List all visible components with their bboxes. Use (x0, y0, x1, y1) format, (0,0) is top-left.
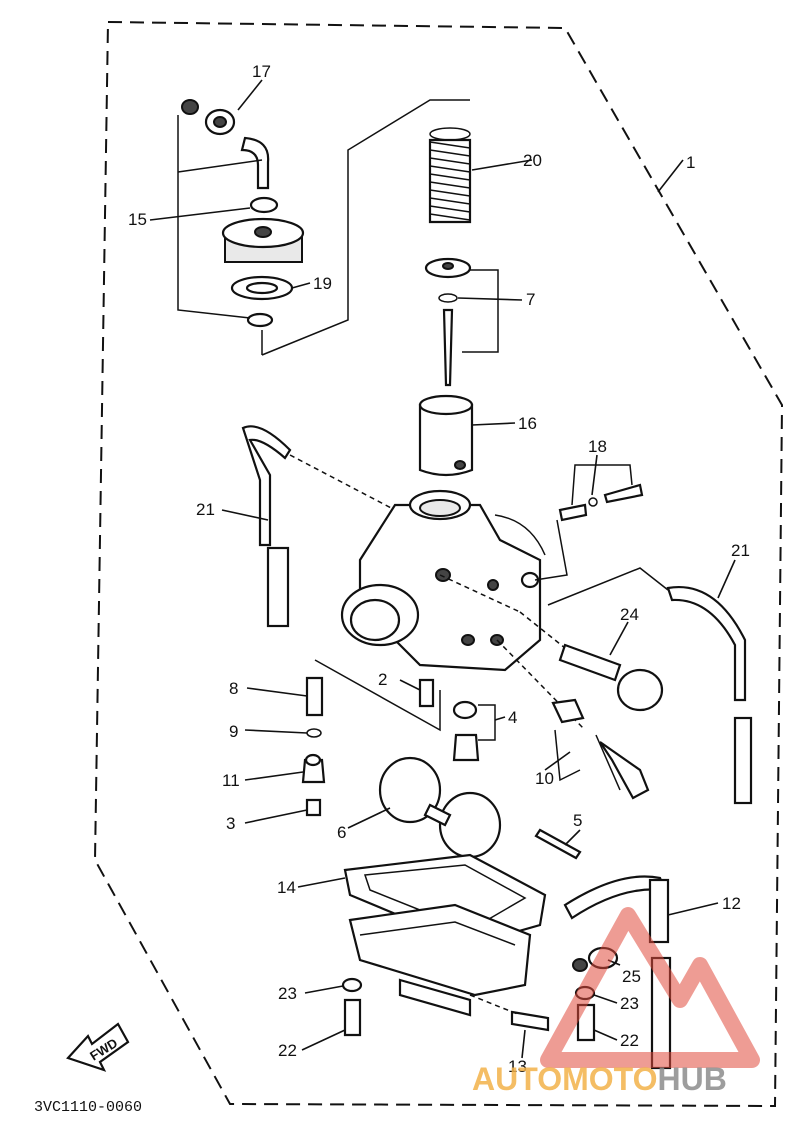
label-part-9: 9 (229, 722, 238, 741)
watermark-auto: AUTO (472, 1061, 562, 1097)
carburetor-body (340, 489, 586, 731)
svg-text:AUTOMOTOHUB: AUTOMOTOHUB (472, 1061, 727, 1097)
label-part-1: 1 (686, 153, 695, 172)
throttle-valve (418, 394, 474, 477)
idle-screw-group (551, 698, 650, 800)
label-part-23-left: 23 (278, 984, 297, 1003)
label-part-11: 11 (222, 771, 240, 790)
watermark-moto: MOTO (562, 1061, 657, 1097)
forward-direction-arrow: FWD (66, 1022, 130, 1072)
drawing-code: 3VC1110-0060 (34, 1099, 142, 1116)
label-part-7: 7 (526, 290, 535, 309)
label-part-2: 2 (378, 670, 387, 689)
label-part-22-right: 22 (620, 1031, 639, 1050)
label-part-25: 25 (622, 967, 641, 986)
spring (428, 127, 472, 224)
jets-center (418, 678, 496, 762)
label-part-19: 19 (313, 274, 332, 293)
watermark-hub: HUB (657, 1061, 726, 1097)
leader-lines (149, 79, 736, 1059)
pilot-screw-group (534, 464, 644, 581)
watermark-text: AUTOMOTOHUB (472, 1061, 727, 1097)
label-part-14: 14 (277, 878, 296, 897)
top-cap-assembly (177, 99, 470, 356)
label-part-21-left: 21 (196, 500, 215, 519)
label-part-24: 24 (620, 605, 639, 624)
float-bowl-assembly (343, 853, 547, 1017)
jet-needle-group (424, 257, 499, 387)
float-pin (534, 828, 582, 860)
label-part-21-right: 21 (731, 541, 750, 560)
label-part-16: 16 (518, 414, 537, 433)
label-part-20: 20 (523, 151, 542, 170)
label-part-22-left: 22 (278, 1041, 297, 1060)
label-part-15: 15 (128, 210, 147, 229)
label-part-12: 12 (722, 894, 741, 913)
label-part-18: 18 (588, 437, 607, 456)
label-part-8: 8 (229, 679, 238, 698)
hose-right (547, 567, 753, 805)
hose-left (241, 425, 396, 628)
label-part-4: 4 (508, 708, 517, 727)
throttle-stop-screw (519, 611, 664, 712)
label-part-17: 17 (252, 62, 271, 81)
part-number-labels: 1 2 3 4 5 6 7 8 9 10 11 12 13 14 15 16 1… (128, 62, 750, 1076)
assembly-boundary (93, 20, 784, 1108)
label-part-23-right: 23 (620, 994, 639, 1013)
label-part-13: 13 (508, 1057, 527, 1076)
label-part-5: 5 (573, 811, 582, 830)
label-part-3: 3 (226, 814, 235, 833)
label-part-6: 6 (337, 823, 346, 842)
label-part-10: 10 (535, 769, 554, 788)
float (378, 756, 502, 859)
watermark-logo (540, 907, 760, 1068)
